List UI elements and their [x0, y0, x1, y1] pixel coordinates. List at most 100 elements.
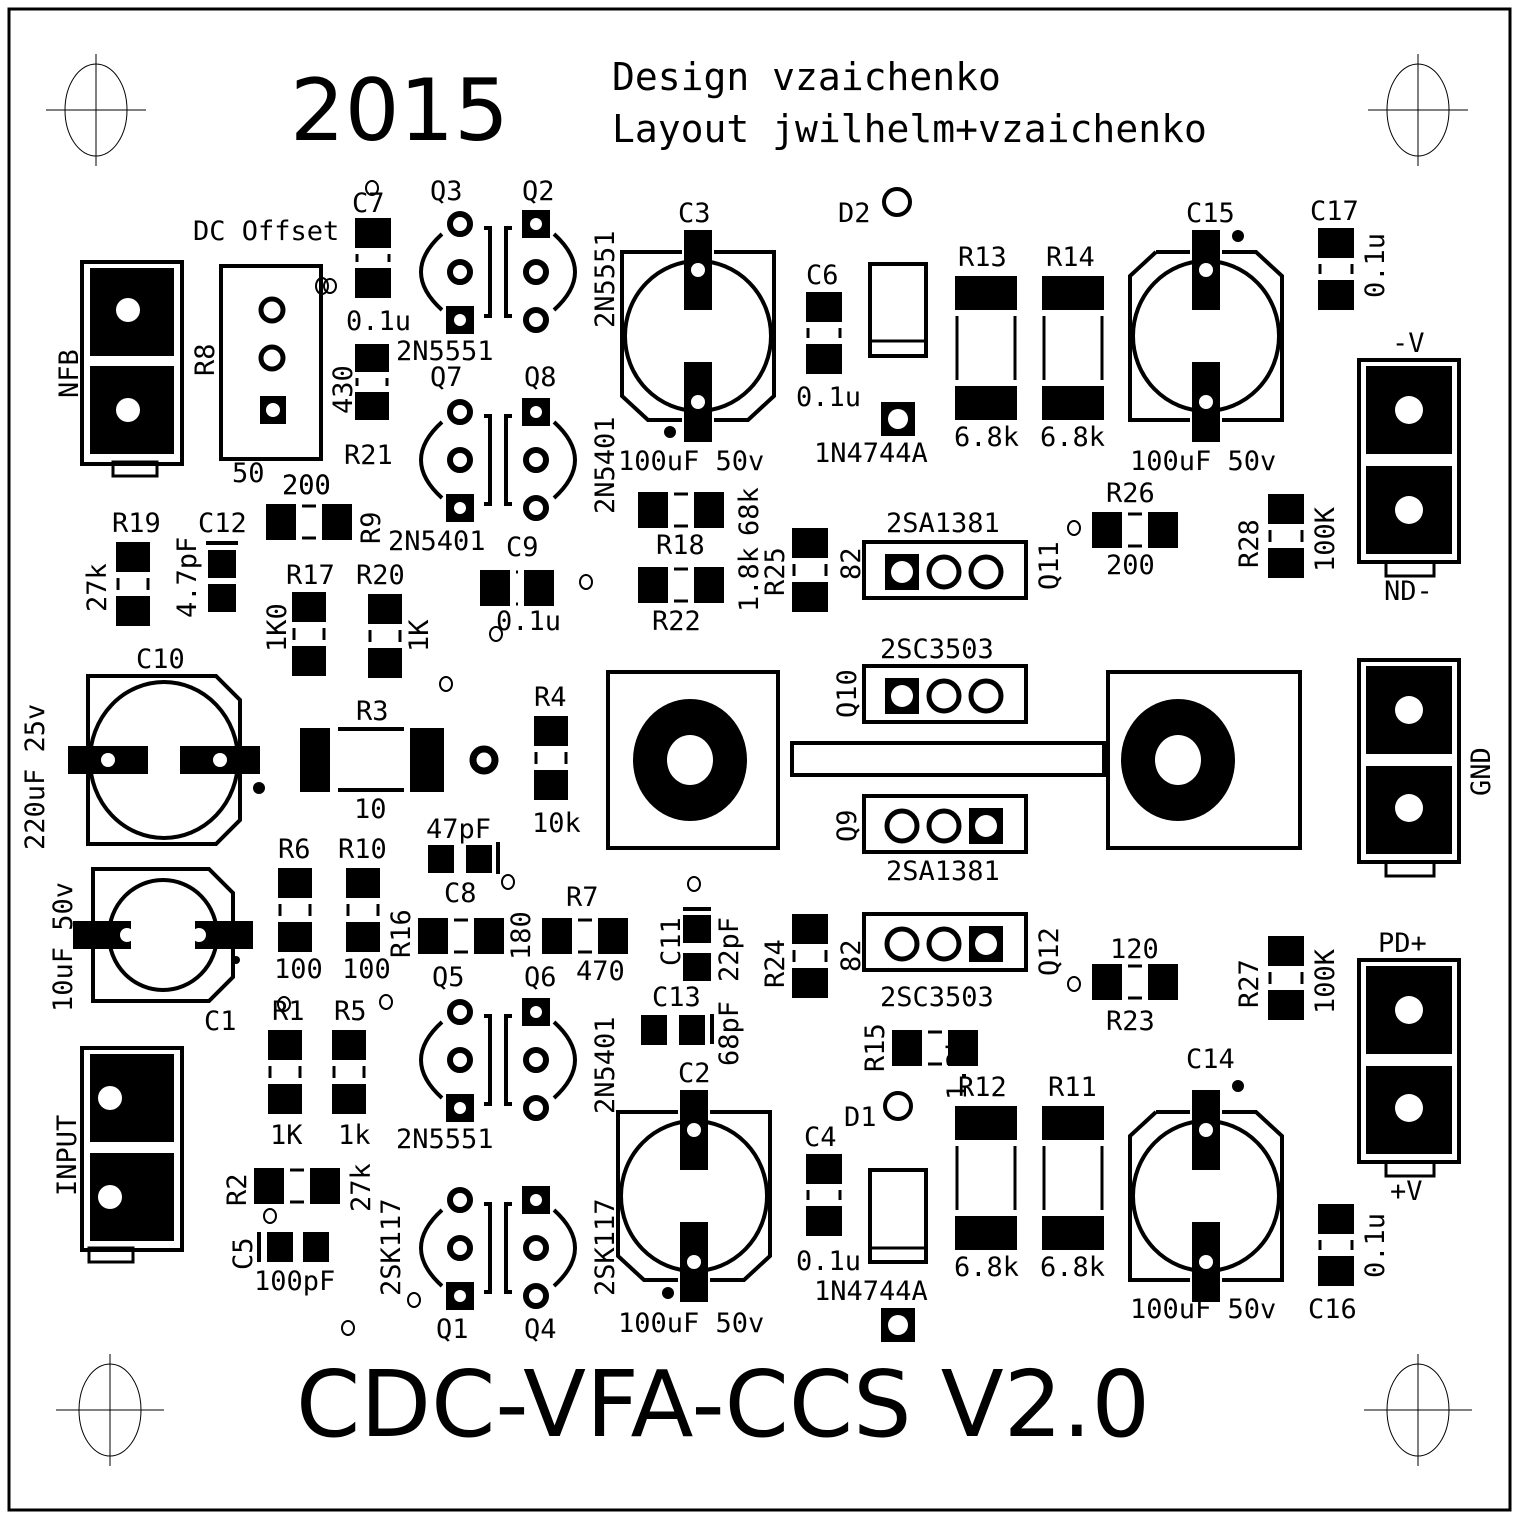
diode-d1	[868, 1091, 928, 1342]
r1-ref: R1	[272, 996, 305, 1027]
transistor-outline	[419, 1014, 577, 1106]
resistor-r5	[332, 1030, 366, 1114]
r23-ref: R23	[1106, 1006, 1155, 1037]
r12-ref: R12	[958, 1072, 1007, 1103]
q7-ref: Q7	[430, 362, 463, 393]
capacitor-c11	[683, 907, 711, 981]
polarity-dot	[662, 1287, 674, 1299]
r18-value: 68k	[734, 487, 765, 536]
c5-ref: C5	[228, 1237, 259, 1270]
via-marker	[407, 1292, 421, 1308]
q10-part: 2SC3503	[880, 634, 994, 665]
transistor-q1	[446, 1187, 474, 1310]
c2-value: 100uF 50v	[618, 1308, 764, 1339]
r28-ref: R28	[1234, 519, 1265, 568]
capacitor-c16	[1318, 1204, 1354, 1286]
transistor-q12	[862, 912, 1028, 972]
r11-value: 6.8k	[1040, 1252, 1105, 1283]
c10-ref: C10	[136, 644, 185, 675]
c16-value: 0.1u	[1360, 1213, 1391, 1278]
r15-ref: R15	[860, 1023, 891, 1072]
c16-ref: C16	[1308, 1294, 1357, 1325]
minus-v-connector	[1357, 358, 1461, 578]
q12-part: 2SC3503	[880, 982, 994, 1013]
r6-value: 100	[274, 954, 323, 985]
r2-value: 27k	[346, 1163, 377, 1212]
polarity-dot	[1232, 1080, 1244, 1092]
transistor-outline	[419, 1202, 577, 1294]
heatsink-mount	[606, 670, 1302, 850]
q1-ref: Q1	[436, 1314, 469, 1345]
r13-value: 6.8k	[954, 422, 1019, 453]
r27-ref: R27	[1234, 959, 1265, 1008]
c15-ref: C15	[1186, 198, 1235, 229]
mounting-hole-bottom-left	[56, 1354, 164, 1466]
resistor-r24	[792, 914, 828, 998]
c6-value: 0.1u	[796, 382, 861, 413]
c2-ref: C2	[678, 1058, 711, 1089]
c8-value: 47pF	[426, 814, 491, 845]
r10-value: 100	[342, 954, 391, 985]
input-connector	[80, 1046, 184, 1264]
capacitor-c9	[480, 570, 554, 606]
c12-value: 4.7pF	[172, 537, 203, 618]
via-marker	[277, 996, 291, 1012]
q4-part: 2SK117	[590, 1198, 621, 1296]
r1-value: 1K	[270, 1120, 303, 1151]
r22-value: 1.8k	[734, 547, 765, 612]
q8-ref: Q8	[524, 362, 557, 393]
q4-ref: Q4	[524, 1314, 557, 1345]
resistor-r18	[638, 492, 724, 528]
q3-ref: Q3	[430, 176, 463, 207]
r22-ref: R22	[652, 606, 701, 637]
c7-value: 0.1u	[346, 306, 411, 337]
resistor-r19	[116, 542, 150, 626]
resistor-r4	[534, 716, 568, 800]
minus-v-label: -V	[1392, 328, 1425, 359]
resistor-r14	[1042, 276, 1104, 420]
r7-value: 470	[576, 956, 625, 987]
capacitor-c17	[1318, 228, 1354, 310]
transistor-q2	[522, 210, 550, 333]
input-label: INPUT	[52, 1115, 83, 1196]
q6-ref: Q6	[524, 962, 557, 993]
capacitor-c14	[1128, 1090, 1284, 1302]
nfb-label: NFB	[54, 349, 85, 398]
c17-value: 0.1u	[1360, 233, 1391, 298]
layout-credit: Layout jwilhelm+vzaichenko	[612, 107, 1207, 151]
resistor-r7	[542, 918, 628, 954]
resistor-r13	[955, 276, 1017, 420]
capacitor-c5	[257, 1232, 329, 1262]
resistor-r11	[1042, 1106, 1104, 1250]
c15-value: 100uF 50v	[1130, 446, 1276, 477]
capacitor-c8	[428, 842, 500, 874]
transistor-q5	[446, 999, 474, 1122]
transistor-q11	[862, 540, 1028, 600]
pd-plus-label: PD+	[1378, 928, 1427, 959]
r17-value: 1K0	[262, 603, 293, 652]
r10-ref: R10	[338, 834, 387, 865]
r14-value: 6.8k	[1040, 422, 1105, 453]
nd-minus-label: ND-	[1384, 576, 1433, 607]
c9-ref: C9	[506, 532, 539, 563]
dc-offset-trimmer	[219, 264, 329, 461]
resistor-r9	[266, 504, 352, 540]
r27-value: 100K	[1310, 948, 1341, 1014]
resistor-r3	[300, 727, 499, 792]
diode-d2	[868, 187, 928, 436]
r4-ref: R4	[534, 682, 567, 713]
transistor-q9	[862, 794, 1028, 854]
c6-ref: C6	[806, 260, 839, 291]
r4-value: 10k	[532, 808, 581, 839]
mounting-hole-top-left	[46, 54, 146, 166]
r14-ref: R14	[1046, 242, 1095, 273]
r24-ref: R24	[760, 939, 791, 988]
q11-ref: Q11	[1034, 541, 1065, 590]
resistor-r10	[346, 868, 380, 952]
q1-part: 2SK117	[376, 1198, 407, 1296]
r7-ref: R7	[566, 882, 599, 913]
transistor-q4	[522, 1186, 550, 1309]
polarity-dot	[232, 956, 240, 964]
r20-value: 1K	[404, 619, 435, 652]
